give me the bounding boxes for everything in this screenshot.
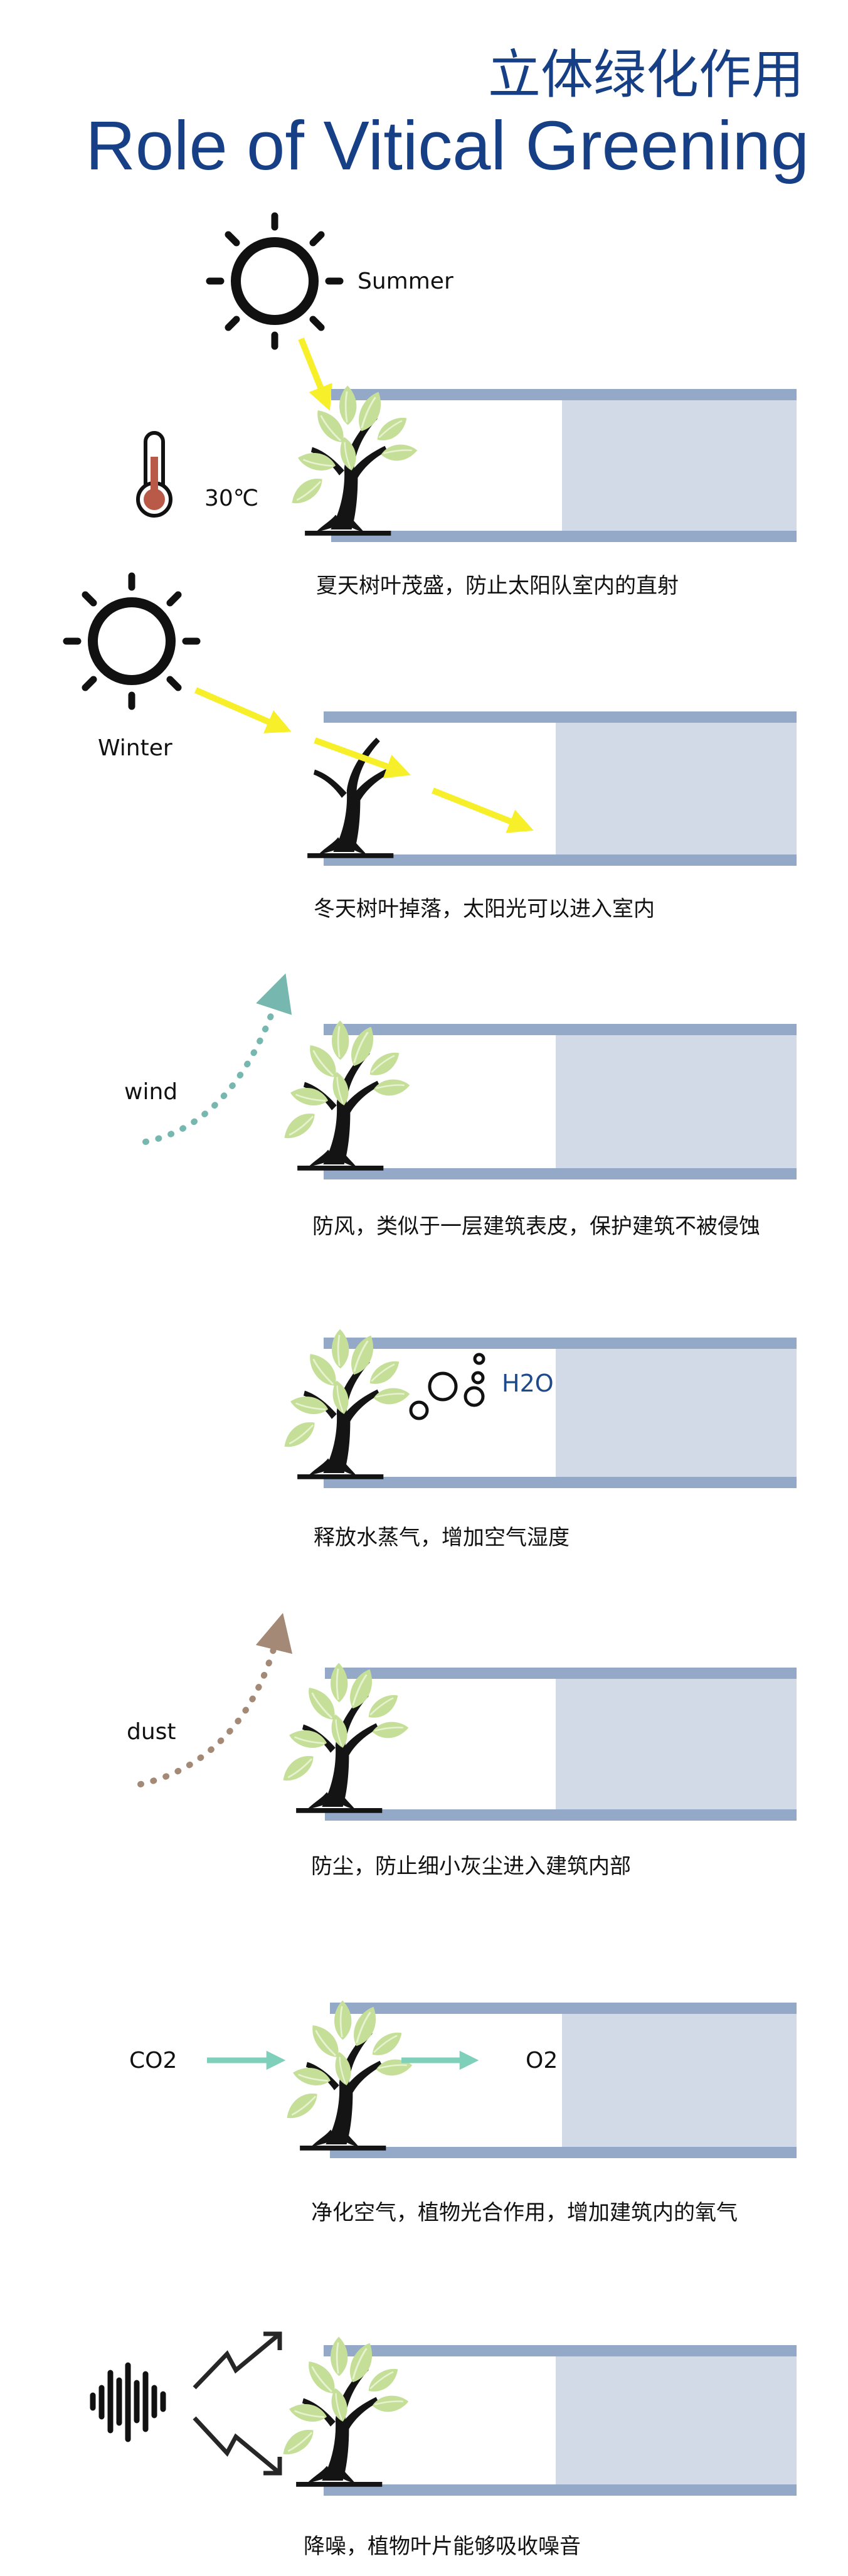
building-section [325, 1668, 797, 1821]
tree-leafy [287, 385, 418, 536]
summer-label: Summer [358, 269, 453, 294]
title-cn: 立体绿化作用 [488, 44, 804, 105]
ceiling-bar [324, 1024, 797, 1035]
noise-arrowhead-up [263, 2331, 282, 2350]
building-section [324, 1338, 797, 1488]
dust-label: dust [127, 1719, 176, 1745]
panel-oxygen: CO2 O2 净化空气，植物光合作用，增加建筑内的氧气 [129, 1999, 797, 2225]
ceiling-bar [324, 2345, 797, 2356]
sun-ray [298, 338, 332, 411]
tree-leafy [279, 1328, 410, 1479]
temperature-label: 30℃ [204, 486, 258, 511]
sun-ray [432, 787, 534, 833]
building-section [331, 389, 797, 542]
room-interior [562, 398, 797, 535]
h2o-label: H2O [502, 1370, 554, 1397]
panel-wind: wind 防风，类似于一层建筑表皮，保护建筑不被侵蚀 [124, 973, 797, 1239]
panel-winter: Winter 冬天树叶掉落，太阳光可以进入室内 [63, 572, 797, 922]
sun-icon [206, 212, 344, 350]
room-interior [556, 720, 797, 858]
caption-winter: 冬天树叶掉落，太阳光可以进入室内 [314, 897, 655, 922]
caption-dust: 防尘，防止细小灰尘进入建筑内部 [311, 1854, 631, 1879]
tree-leafy [278, 1662, 409, 1813]
thermometer-icon [136, 431, 172, 518]
sun-rays [194, 687, 534, 833]
ceiling-bar [330, 2003, 797, 2014]
room-interior [556, 2354, 797, 2488]
floor-bar [324, 1477, 797, 1488]
noise-arrow-up [193, 2332, 282, 2390]
room-interior [562, 2011, 797, 2151]
tree-leafy [279, 1019, 410, 1171]
tree-leafy [278, 2336, 409, 2487]
caption-noise: 降噪，植物叶片能够吸收噪音 [304, 2534, 581, 2559]
floor-bar [331, 531, 797, 542]
room-interior [556, 1676, 797, 1813]
noise-arrowhead-down [263, 2457, 282, 2476]
caption-oxygen: 净化空气，植物光合作用，增加建筑内的氧气 [311, 2200, 738, 2225]
floor-bar [324, 1168, 797, 1179]
sun-ray [194, 687, 292, 733]
floor-bar [325, 1809, 797, 1821]
panel-summer: Summer 30℃ 夏天树叶茂盛，防止太阳队室内的直射 [136, 212, 797, 599]
ceiling-bar [324, 711, 797, 723]
co2-label: CO2 [129, 2048, 177, 2073]
caption-summer: 夏天树叶茂盛，防止太阳队室内的直射 [316, 573, 679, 599]
caption-wind: 防风，类似于一层建筑表皮，保护建筑不被侵蚀 [312, 1214, 760, 1239]
tree-leafy [282, 1999, 413, 2151]
ceiling-bar [331, 389, 797, 400]
panel-noise: 降噪，植物叶片能够吸收噪音 [90, 2331, 797, 2559]
building-section [324, 2345, 797, 2496]
wind-arrow [142, 973, 292, 1145]
room-interior [556, 1033, 797, 1172]
panel-dust: dust 防尘，防止细小灰尘进入建筑内部 [127, 1612, 797, 1879]
water-vapor-bubbles [409, 1353, 485, 1420]
title-en: Role of Vitical Greening [85, 107, 809, 184]
o2-label: O2 [526, 2048, 558, 2073]
ceiling-bar [324, 1338, 797, 1349]
floor-bar [330, 2147, 797, 2158]
dust-arrow [137, 1612, 293, 1787]
sound-wave-icon [90, 2362, 166, 2442]
wind-label: wind [124, 1079, 178, 1105]
winter-label: Winter [98, 735, 172, 761]
building-section [324, 1024, 797, 1179]
room-interior [556, 1346, 797, 1481]
ceiling-bar [325, 1668, 797, 1679]
building-section [324, 711, 797, 866]
floor-bar [324, 854, 797, 866]
sun-ray [314, 737, 411, 779]
caption-humidity: 释放水蒸气，增加空气湿度 [314, 1525, 570, 1550]
floor-bar [324, 2484, 797, 2496]
noise-arrows [193, 2331, 282, 2476]
panel-humidity: H2O 释放水蒸气，增加空气湿度 [279, 1328, 797, 1550]
noise-arrow-down [193, 2416, 282, 2475]
sun-icon [63, 572, 201, 710]
building-section [330, 2003, 797, 2158]
